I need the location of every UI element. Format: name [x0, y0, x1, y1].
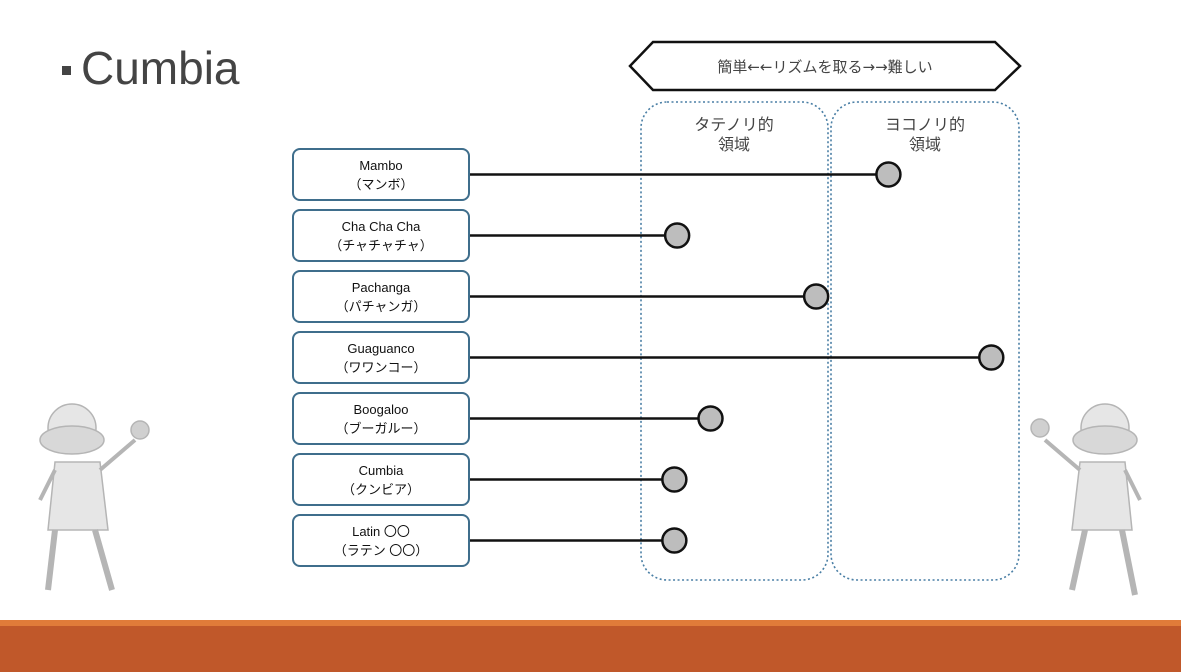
- rhythm-diagram: 簡単←←リズムを取る→→難しい タテノリ的 領域 ヨコノリ的 領域 Mambo （…: [38, 40, 1142, 596]
- zone-horizontal: ヨコノリ的 領域: [830, 101, 1020, 581]
- zone-vertical-label-2: 領域: [718, 135, 750, 154]
- genre-box: [292, 453, 470, 506]
- genre-row: Guaguanco （ワワンコー）: [292, 331, 1005, 384]
- accent-bar-light: [0, 620, 1181, 626]
- genre-kana: （チャチャチャ）: [329, 238, 433, 253]
- genre-name: Latin 〇〇: [352, 524, 410, 539]
- genre-name: Guaguanco: [347, 341, 414, 356]
- genre-row: Latin 〇〇 （ラテン 〇〇）: [292, 514, 688, 567]
- zone-horizontal-frame: [830, 101, 1020, 581]
- genre-kana: （ブーガルー）: [335, 421, 426, 436]
- genre-row: Mambo （マンボ）: [292, 148, 902, 201]
- genre-marker: [802, 283, 830, 310]
- genre-row: Cumbia （クンビア）: [292, 453, 688, 506]
- genre-marker: [875, 161, 902, 188]
- genre-marker: [661, 466, 688, 493]
- genre-marker: [661, 527, 688, 554]
- slide-title: Cumbia: [62, 38, 240, 98]
- genre-name: Pachanga: [352, 280, 411, 295]
- genre-box: [292, 514, 470, 567]
- genre-box: [292, 392, 470, 445]
- difficulty-arrow: 簡単←←リズムを取る→→難しい: [628, 40, 1022, 92]
- genre-kana: （ラテン 〇〇）: [334, 543, 429, 558]
- genre-box: [292, 209, 470, 262]
- genre-kana: （パチャンガ）: [336, 299, 427, 314]
- zone-horizontal-label-2: 領域: [909, 135, 941, 154]
- genre-name: Mambo: [359, 158, 402, 173]
- title-text: Cumbia: [81, 42, 240, 94]
- accent-bar: [0, 626, 1181, 672]
- genre-kana: （マンボ）: [348, 177, 413, 192]
- zone-vertical: タテノリ的 領域: [640, 101, 829, 581]
- difficulty-label: 簡単←←リズムを取る→→難しい: [717, 58, 932, 76]
- genre-marker: [697, 405, 724, 432]
- genre-row: Boogaloo （ブーガルー）: [292, 392, 724, 445]
- genre-marker: [663, 222, 691, 249]
- genre-marker: [978, 344, 1005, 371]
- genre-kana: （ワワンコー）: [335, 360, 426, 375]
- zone-vertical-label-1: タテノリ的: [694, 115, 774, 134]
- genre-row: Pachanga （パチャンガ）: [292, 270, 830, 323]
- genre-name: Boogaloo: [354, 402, 409, 417]
- genre-kana: （クンビア）: [342, 482, 420, 497]
- genre-list: Mambo （マンボ） Cha Cha Cha （チャチャチャ） Pachanga （パチ…: [292, 148, 1005, 567]
- genre-name: Cumbia: [359, 463, 405, 478]
- genre-box: [292, 270, 470, 323]
- bullet-icon: [62, 65, 71, 75]
- dancer-left-icon: [38, 403, 150, 591]
- genre-box: [292, 331, 470, 384]
- zone-vertical-frame: [640, 101, 829, 581]
- zone-horizontal-label-1: ヨコノリ的: [885, 115, 965, 134]
- genre-box: [292, 148, 470, 201]
- dancer-right-icon: [1030, 403, 1142, 596]
- difficulty-arrow-shape: [628, 40, 1022, 92]
- genre-name: Cha Cha Cha: [342, 219, 422, 234]
- genre-row: Cha Cha Cha （チャチャチャ）: [292, 209, 691, 262]
